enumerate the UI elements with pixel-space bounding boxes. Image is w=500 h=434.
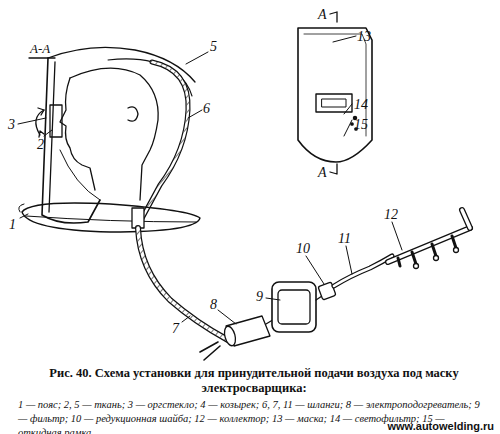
callout-number: 14 (354, 98, 368, 112)
callout-number: 15 (354, 118, 368, 132)
callout-number: 2 (37, 138, 44, 152)
callout-number: 8 (210, 298, 217, 312)
callout-number: 7 (172, 322, 179, 336)
section-title: А-А (30, 42, 50, 55)
callout-number: 11 (338, 232, 351, 246)
watermark: www.autowelding.ru (387, 420, 494, 432)
callout-number: 1 (9, 218, 16, 232)
callout-number: 10 (296, 242, 310, 256)
callout-number: 6 (203, 102, 210, 116)
callout-number: 3 (8, 118, 15, 132)
callout-number: 5 (210, 40, 217, 54)
callout-number: 13 (357, 30, 371, 44)
callout-number: 12 (384, 208, 398, 222)
figure-caption: Рис. 40. Схема установки для принудитель… (18, 366, 490, 396)
section-mark: А (318, 166, 327, 180)
section-mark: А (318, 8, 327, 22)
callout-number: 9 (256, 290, 263, 304)
